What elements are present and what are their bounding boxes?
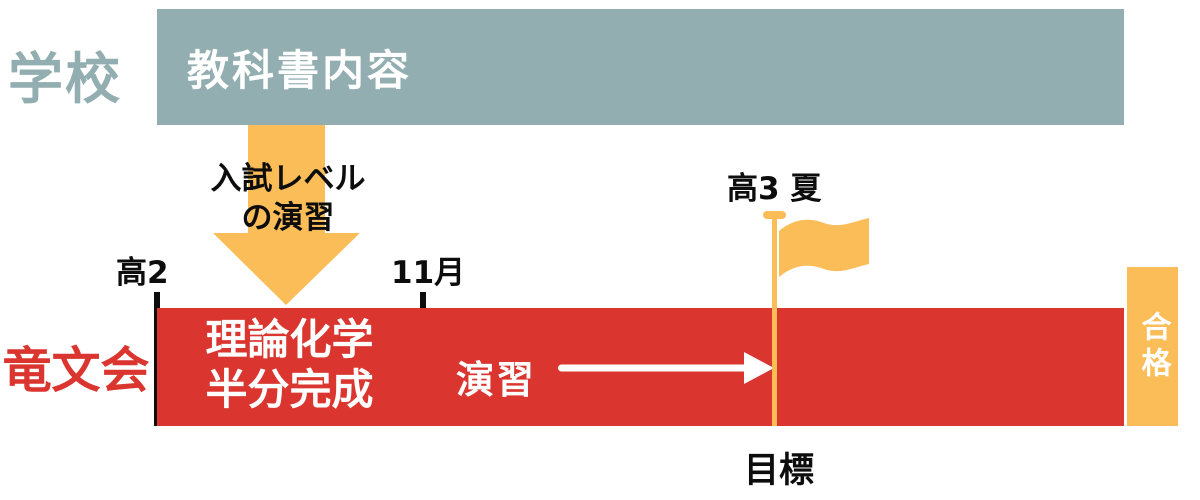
flag-icon xyxy=(779,218,869,277)
goal-label: 目標 xyxy=(743,451,814,491)
juku-phase1-line2: 半分完成 xyxy=(205,365,374,414)
juku-phase1-line1: 理論化学 xyxy=(205,315,374,364)
school-row-label: 学校 xyxy=(8,47,123,111)
bridge-arrow-caption-line2: の演習 xyxy=(241,200,335,236)
timeline-label-november: 11月 xyxy=(391,255,466,291)
school-bar-label: 教科書内容 xyxy=(187,45,413,95)
bridge-arrow-caption-line1: 入試レベル xyxy=(210,161,366,197)
school-bar: 教科書内容 xyxy=(157,9,1124,125)
goal-flag-pole-cap xyxy=(763,211,786,219)
juku-phase2-label: 演習 xyxy=(456,358,537,402)
bridge-arrow-caption: 入試レベル の演習 xyxy=(196,160,380,238)
timeline-label-summer: 高3 夏 xyxy=(727,171,822,207)
timeline-label-start: 高2 xyxy=(116,255,169,291)
juku-phase1-label: 理論化学 半分完成 xyxy=(157,315,422,415)
right-arrow-icon xyxy=(558,352,774,384)
down-arrow-icon xyxy=(213,125,360,305)
result-box: 合格 xyxy=(1127,267,1178,426)
goal-marker-line xyxy=(772,214,777,426)
juku-row-label: 竜文会 xyxy=(2,342,150,399)
result-box-label: 合格 xyxy=(1135,310,1171,383)
